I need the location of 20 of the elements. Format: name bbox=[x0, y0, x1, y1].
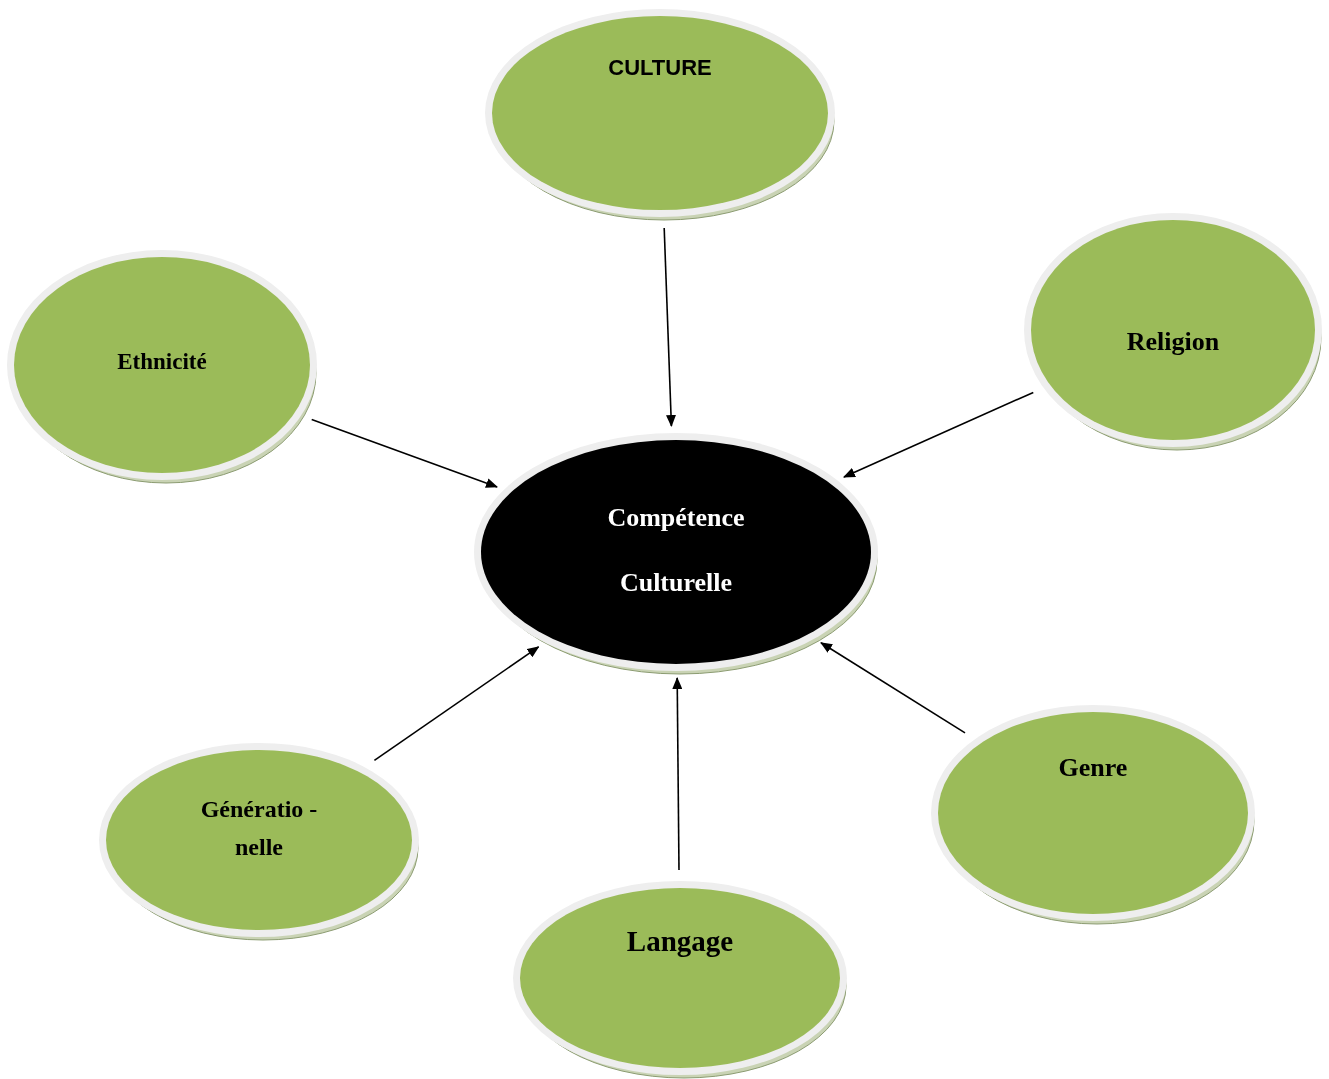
node-label: Langage bbox=[625, 924, 735, 959]
node-label: Religion bbox=[1125, 325, 1221, 357]
ellipse-node bbox=[4, 247, 320, 483]
node-label: Genre bbox=[1057, 752, 1129, 784]
ellipse-node bbox=[96, 740, 422, 940]
arrow bbox=[373, 646, 540, 762]
ellipse-node bbox=[928, 702, 1258, 924]
ellipse-node bbox=[1021, 210, 1325, 450]
node-label: Génératio - nelle bbox=[199, 794, 319, 862]
node-label: Compétence Culturelle bbox=[606, 501, 746, 599]
arrow bbox=[672, 677, 683, 871]
ellipse-node bbox=[482, 6, 838, 220]
arrow bbox=[843, 391, 1035, 478]
ellipse-node bbox=[471, 430, 881, 674]
ellipse-node bbox=[510, 878, 850, 1078]
arrow bbox=[663, 227, 676, 428]
arrow bbox=[310, 418, 498, 488]
node-label: CULTURE bbox=[607, 54, 713, 82]
arrow bbox=[820, 641, 966, 734]
node-label: Ethnicité bbox=[116, 347, 208, 376]
